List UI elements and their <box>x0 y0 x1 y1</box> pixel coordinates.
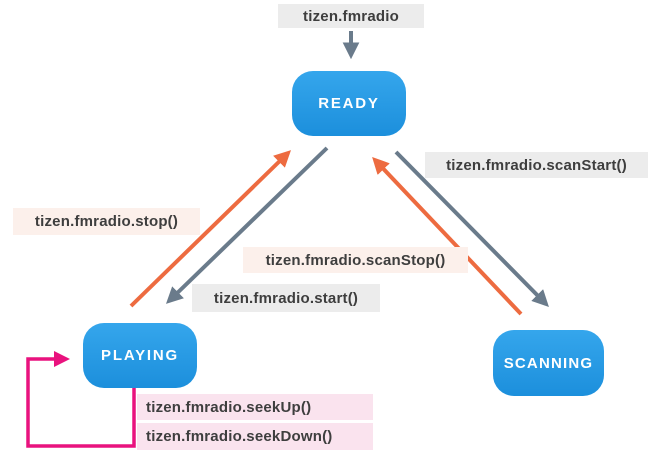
transition-label-stop: tizen.fmradio.stop() <box>13 208 200 235</box>
transition-label-scanstart: tizen.fmradio.scanStart() <box>425 152 648 178</box>
arrow-seek-self-loop <box>26 350 136 448</box>
label-entry-api: tizen.fmradio <box>278 4 424 28</box>
transition-label-seekdown: tizen.fmradio.seekDown() <box>137 423 373 450</box>
transition-label-scanstop: tizen.fmradio.scanStop() <box>243 247 468 273</box>
state-playing: PLAYING <box>83 323 197 388</box>
arrow-scanstart-ready-to-scanning <box>394 150 549 307</box>
transition-label-start: tizen.fmradio.start() <box>192 284 380 312</box>
arrow-scanstop-scanning-to-ready <box>372 156 523 316</box>
state-ready: READY <box>292 71 406 136</box>
arrow-stop-playing-to-ready <box>129 150 292 308</box>
state-scanning: SCANNING <box>493 330 604 396</box>
transition-label-seekup: tizen.fmradio.seekUp() <box>137 394 373 420</box>
arrow-start-ready-to-playing <box>165 146 329 304</box>
